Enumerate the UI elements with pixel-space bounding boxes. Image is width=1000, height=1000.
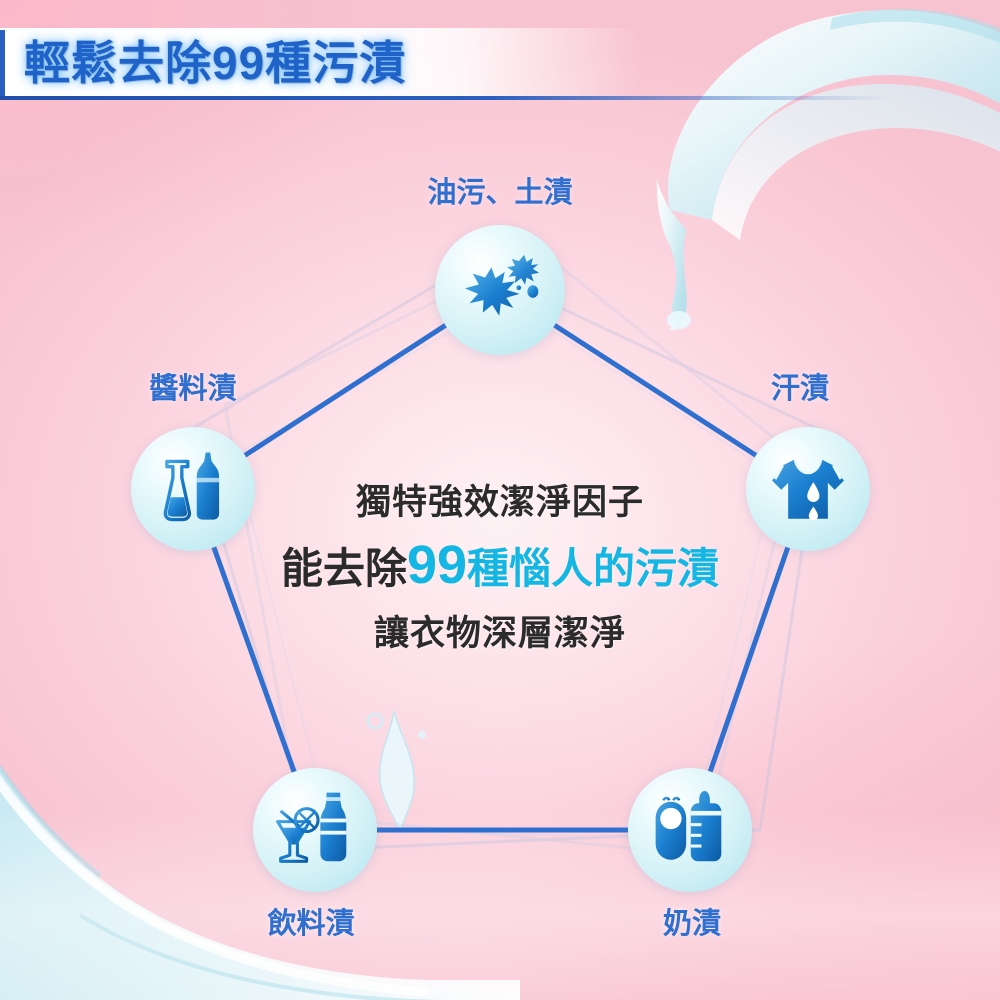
bubble-sauce[interactable] — [131, 427, 255, 551]
bubble-milk[interactable] — [628, 768, 752, 892]
splatter-icon — [464, 254, 540, 316]
node-label-beverage: 飲料漬 — [267, 908, 355, 940]
baby-bottle-icon — [655, 791, 722, 862]
bubble-sweat[interactable] — [746, 427, 870, 551]
ghost-pentagon-group — [188, 248, 822, 857]
drinks-icon — [276, 792, 347, 863]
header-underline — [0, 96, 890, 100]
bubble-oil-soil[interactable] — [435, 225, 565, 355]
center-line-3: 讓衣物深層潔淨 — [373, 614, 627, 653]
sauce-bottles-icon — [163, 452, 220, 522]
tshirt-sweat-icon — [772, 458, 844, 521]
node-label-milk: 奶漬 — [662, 908, 722, 940]
header-left-accent-bar — [0, 30, 5, 96]
page-title: 輕鬆去除99種污漬 — [24, 37, 407, 89]
center-line-2-suffix: 種惱人的污漬 — [467, 545, 720, 592]
center-message: 獨特強效潔淨因子 能去除99種惱人的污漬 讓衣物深層潔淨 — [281, 474, 719, 656]
header-banner — [0, 28, 640, 96]
node-label-oil-soil: 油污、土漬 — [427, 177, 573, 209]
node-label-sweat: 汗漬 — [770, 373, 830, 405]
center-line-2: 能去除99種惱人的污漬 — [281, 534, 719, 596]
center-line-2-prefix: 能去除 — [280, 545, 407, 592]
center-line-2-number: 99 — [406, 535, 468, 595]
node-label-sauce: 醬料漬 — [149, 373, 237, 405]
center-line-1: 獨特強效潔淨因子 — [355, 483, 645, 522]
bubble-beverage[interactable] — [253, 768, 377, 892]
